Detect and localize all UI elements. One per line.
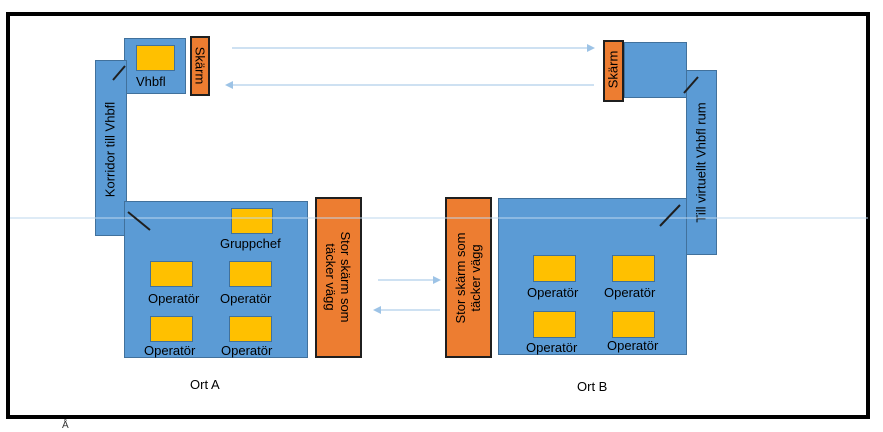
- vhbfl-room-label: Vhbfl: [136, 74, 166, 89]
- site-b-operator-label-3: Operatör: [526, 340, 578, 355]
- site-b-room: [498, 198, 687, 355]
- door-mark-site-a: [127, 211, 151, 231]
- site-b-label: Ort B: [577, 379, 608, 394]
- site-b-operator-label-2: Operatör: [604, 285, 656, 300]
- door-mark-virtual-room: [683, 76, 699, 94]
- bottom-glyph: Å: [62, 420, 69, 431]
- site-a-operator-desk-1: [150, 261, 193, 287]
- site-b-operator-desk-4: [612, 311, 655, 338]
- site-b-operator-label-1: Operatör: [527, 285, 579, 300]
- vhbfl-screen: [190, 36, 210, 96]
- door-mark-vhbfl: [112, 65, 126, 81]
- site-b-wall-screen: [445, 197, 492, 358]
- site-a-operator-label-3: Operatör: [144, 343, 196, 358]
- group-chief-desk: [231, 208, 273, 234]
- site-a-operator-desk-2: [229, 261, 272, 287]
- site-a-operator-label-2: Operatör: [220, 291, 272, 306]
- group-chief-label: Gruppchef: [220, 236, 281, 251]
- site-b-operator-label-4: Operatör: [607, 338, 659, 353]
- site-a-label: Ort A: [190, 377, 220, 392]
- door-mark-site-b: [659, 204, 681, 227]
- site-a-operator-desk-4: [229, 316, 272, 342]
- site-b-operator-desk-1: [533, 255, 576, 282]
- site-a-operator-label-1: Operatör: [148, 291, 200, 306]
- site-b-operator-desk-3: [533, 311, 576, 338]
- vhbfl-desk: [136, 45, 175, 71]
- site-a-wall-screen: [315, 197, 362, 358]
- corridor-b: [686, 70, 717, 255]
- corridor-a: [95, 60, 127, 236]
- site-a-operator-label-4: Operatör: [221, 343, 273, 358]
- site-a-operator-desk-3: [150, 316, 193, 342]
- virtual-room-screen: [603, 40, 624, 102]
- site-b-operator-desk-2: [612, 255, 655, 282]
